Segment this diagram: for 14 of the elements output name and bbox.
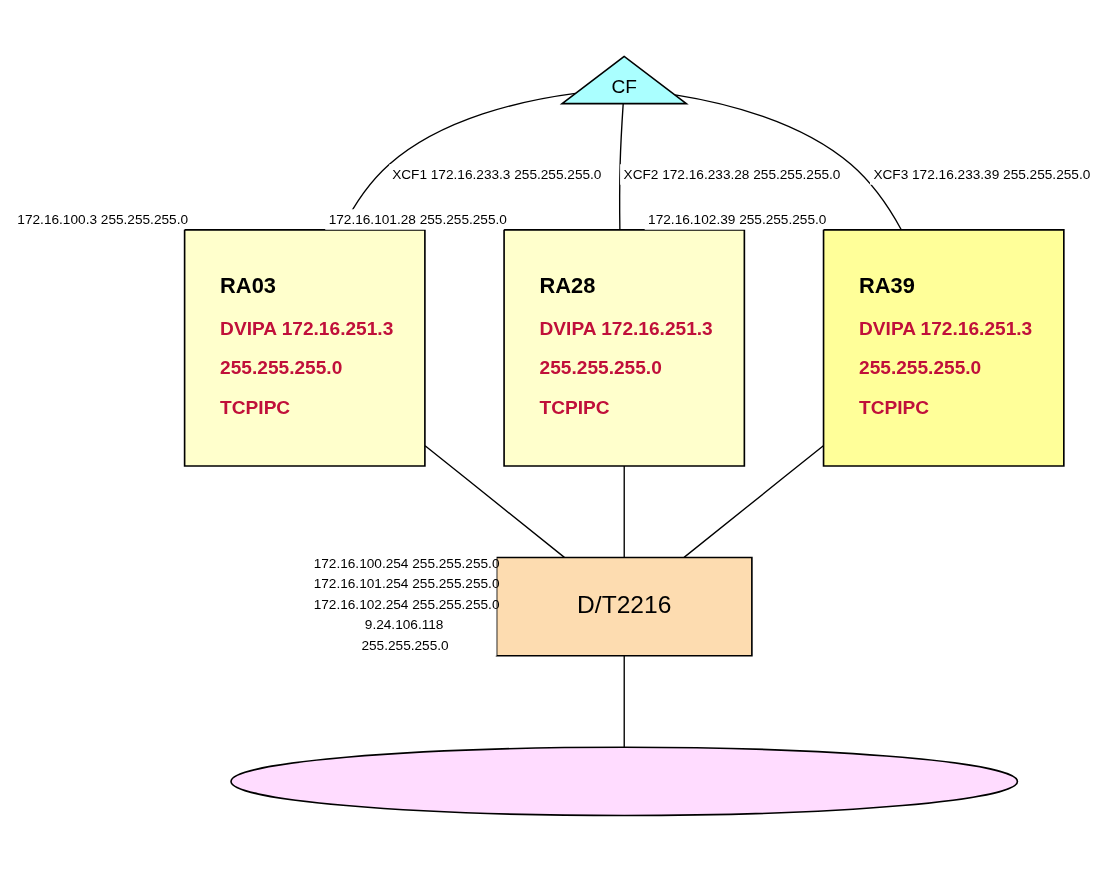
node-label: 9.24.106.118 bbox=[364, 616, 444, 632]
edge-label: XCF1 172.16.233.3 255.255.255.0 bbox=[392, 166, 602, 182]
connector bbox=[623, 464, 625, 558]
edge-label: XCF3 172.16.233.39 255.255.255.0 bbox=[873, 166, 1091, 182]
edge-label: XCF2 172.16.233.28 255.255.255.0 bbox=[623, 166, 841, 182]
connector bbox=[424, 444, 566, 558]
node-label: 172.16.101.28 255.255.255.0 bbox=[328, 211, 507, 227]
connector bbox=[623, 654, 625, 748]
connector bbox=[683, 444, 825, 558]
node-label: 172.16.100.3 255.255.255.0 bbox=[17, 211, 189, 227]
node-ellipse bbox=[230, 745, 1019, 816]
connector bbox=[674, 93, 902, 230]
node-label: 255.255.255.0 bbox=[361, 637, 449, 653]
connector bbox=[618, 102, 624, 230]
